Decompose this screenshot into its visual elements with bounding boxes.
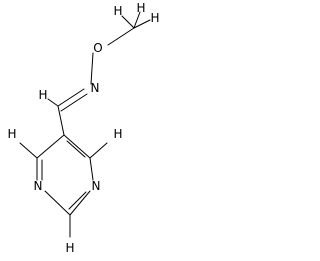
ring-bond-c2-n1 <box>44 190 71 216</box>
atom-imine-hydrogen: H <box>38 88 47 102</box>
bond-cn-double-b <box>60 93 88 112</box>
bond-c-h-left <box>121 15 135 29</box>
bond-lines <box>19 11 151 238</box>
bond-c6-h <box>19 142 38 159</box>
atom-oxygen: O <box>93 41 102 55</box>
atom-ring-n-left: N <box>34 179 43 193</box>
ring-bond-c6-c5 <box>36 134 65 159</box>
atom-ring-h-bottom: H <box>65 241 74 255</box>
atom-h-top: H <box>136 1 145 15</box>
bond-c-h-right <box>133 19 151 29</box>
bond-c4-h <box>89 142 108 159</box>
atom-h-left: H <box>113 4 122 18</box>
atom-labels: H H H O N H H H N N H <box>7 1 159 255</box>
atom-ring-h-right: H <box>113 127 122 141</box>
ring-bond-c5-c4 <box>63 134 91 159</box>
atom-ring-h-left: H <box>7 127 16 141</box>
atom-ring-n-right: N <box>92 179 101 193</box>
bond-o-n <box>90 52 94 85</box>
bond-exo-ring <box>57 105 65 136</box>
bond-cn-double-a <box>57 88 85 107</box>
bond-imine-c-h <box>47 98 59 107</box>
ring-double-c5-c4-inner <box>66 140 86 158</box>
atom-imine-nitrogen: N <box>91 81 100 95</box>
atom-h-right: H <box>150 11 159 25</box>
bond-c-h-top <box>133 11 141 29</box>
ring-bond-c4-n3 <box>89 157 94 181</box>
bond-c-o <box>107 27 135 46</box>
ring-bond-n3-c2 <box>69 190 91 216</box>
ring-double-n3-c2-inner <box>68 191 87 210</box>
structure-diagram: H H H O N H H H N N H <box>7 1 159 255</box>
